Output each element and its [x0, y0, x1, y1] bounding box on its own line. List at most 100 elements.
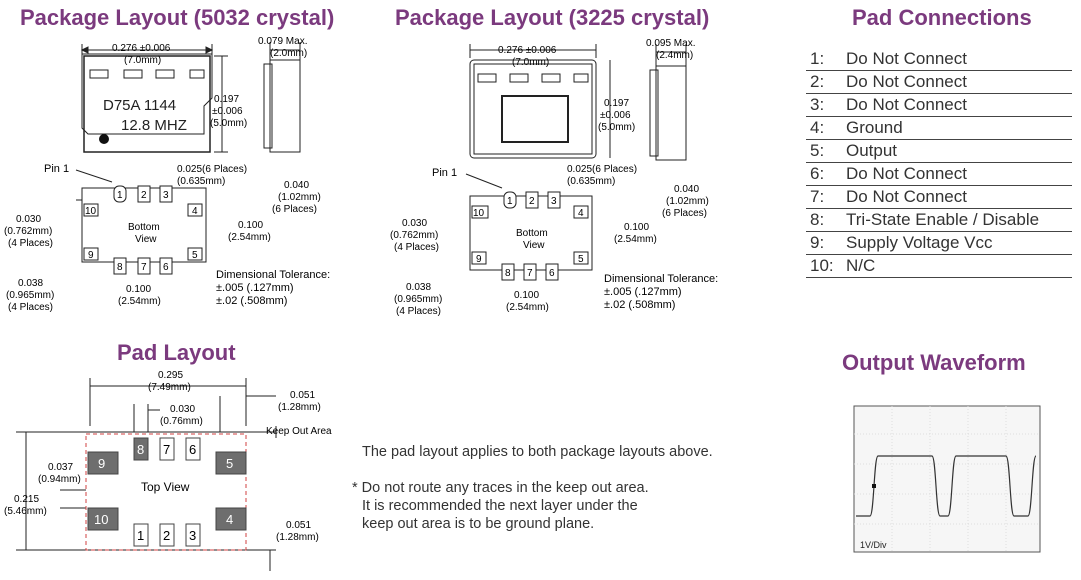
thickness-dim: 0.079 Max. [258, 36, 307, 47]
list-item: 3:Do Not Connect [806, 94, 1072, 117]
height-dim: 0.197 [604, 98, 629, 109]
pad-height-dim-mm: (0.94mm) [38, 474, 81, 485]
keep-out-note: * Do not route any traces in the keep ou… [352, 479, 649, 533]
list-item: 7:Do Not Connect [806, 186, 1072, 209]
title-pad-connections: Pad Connections [852, 5, 1032, 30]
pad-num: 1: [810, 49, 825, 68]
pad-label: Supply Voltage Vcc [846, 233, 993, 252]
pad-number-5: 5 [226, 456, 233, 471]
width-dim: 0.276 ±0.006 [498, 45, 557, 56]
pad-width-dim-mm: (0.635mm) [567, 176, 615, 187]
pad-number-1: 1 [507, 196, 513, 207]
pitch-dim: 0.030 [170, 404, 195, 415]
pad-height-dim: 0.037 [48, 462, 73, 473]
pitch-dim-mm: (0.76mm) [160, 416, 203, 427]
marking-line1: D75A 1144 [103, 97, 176, 114]
list-item: 6: Do Not Connect [806, 163, 1072, 186]
thickness-dim: 0.095 Max. [646, 38, 695, 49]
corner-dim-mm: (0.965mm) [6, 290, 54, 301]
bottom-view-label2: View [523, 240, 545, 251]
list-item: 5:Output [806, 140, 1072, 163]
pad-number-7: 7 [527, 268, 533, 279]
pin1-label: Pin 1 [44, 163, 69, 175]
side-dim-count: (4 Places) [8, 238, 53, 249]
height-dim-tol: ±0.006 [212, 106, 243, 117]
tolerance-2: ±.02 (.508mm) [604, 299, 675, 311]
pad-number-2: 2 [163, 528, 170, 543]
list-item: 8:Tri-State Enable / Disable [806, 209, 1072, 232]
height-dim-tol: ±0.006 [600, 110, 631, 121]
width-dim: 0.295 [158, 370, 183, 381]
pad-width-dim: 0.025(6 Places) [567, 164, 637, 175]
pad-number-8: 8 [117, 262, 123, 273]
corner-dim: 0.038 [18, 278, 43, 289]
package-3225-drawing: 0.276 ±0.006 (7.0mm) 0.197 ±0.006 (5.0mm… [390, 38, 718, 316]
pad-num: 4: [810, 118, 825, 137]
pad-height-dim-mm: (1.02mm) [666, 196, 709, 207]
pad-num: 6: [810, 164, 825, 183]
pad-width-dim-mm: (0.635mm) [177, 176, 225, 187]
pad-label: Do Not Connect [846, 164, 967, 183]
note-line2: * Do not route any traces in the keep ou… [352, 480, 649, 496]
pad-number-5: 5 [578, 254, 584, 265]
tolerance-1: ±.005 (.127mm) [604, 286, 682, 298]
waveform-scale: 1V/Div [860, 540, 887, 550]
bottom-view-label2: View [135, 234, 157, 245]
tolerance-2: ±.02 (.508mm) [216, 295, 287, 307]
side-dim-mm: (0.762mm) [390, 230, 438, 241]
pad-label: Tri-State Enable / Disable [846, 210, 1040, 229]
pad-number-10: 10 [94, 512, 108, 527]
pad-number-4: 4 [192, 206, 198, 217]
thickness-dim-mm: (2.0mm) [270, 48, 307, 59]
pad-number-5: 5 [192, 250, 198, 261]
pad-layout-drawing: 8 7 6 9 5 10 4 1 2 3 Top View 0.295 (7.4… [4, 370, 332, 571]
pitch-dim: 0.100 [238, 220, 263, 231]
edge-dim: 0.051 [290, 390, 315, 401]
width-dim-mm: (7.0mm) [124, 55, 161, 66]
pad-number-7: 7 [163, 442, 170, 457]
pad-number-10: 10 [473, 208, 485, 219]
side-dim: 0.030 [16, 214, 41, 225]
pad-number-7: 7 [141, 262, 147, 273]
pin1-label: Pin 1 [432, 167, 457, 179]
pad-number-4: 4 [226, 512, 233, 527]
pad-number-1: 1 [117, 190, 123, 201]
corner-dim-count: (4 Places) [8, 302, 53, 313]
pad-number-9: 9 [88, 250, 94, 261]
pad-num: 2: [810, 72, 825, 91]
title-package-3225: Package Layout (3225 crystal) [395, 5, 710, 30]
pad-connections-list: 1:Do Not Connect 2:Do Not Connect 3:Do N… [806, 48, 1072, 278]
note-line3: It is recommended the next layer under t… [362, 498, 638, 514]
output-waveform-plot: 1V/Div [853, 405, 1041, 553]
bottom-view-label: Bottom [516, 228, 548, 239]
pad-number-3: 3 [551, 196, 557, 207]
list-item: 1:Do Not Connect [806, 48, 1072, 71]
pad-number-8: 8 [505, 268, 511, 279]
title-package-5032: Package Layout (5032 crystal) [20, 5, 335, 30]
edge-dim-mm: (1.28mm) [278, 402, 321, 413]
pad-number-9: 9 [98, 456, 105, 471]
pad-height-count: (6 Places) [272, 204, 317, 215]
pad-label: Do Not Connect [846, 95, 967, 114]
pad-num: 5: [810, 141, 825, 160]
height-dim: 0.197 [214, 94, 239, 105]
pad-height-dim: 0.040 [674, 184, 699, 195]
pad-number-6: 6 [163, 262, 169, 273]
pad-number-2: 2 [529, 196, 535, 207]
side-dim-mm: (0.762mm) [4, 226, 52, 237]
pad-num: 7: [810, 187, 825, 206]
pad-label: Do Not Connect [846, 72, 967, 91]
list-item: 4: Ground [806, 117, 1072, 140]
width-dim-mm: (7.0mm) [512, 57, 549, 68]
pad-number-6: 6 [549, 268, 555, 279]
pad-number-1: 1 [137, 528, 144, 543]
package-5032-drawing: D75A 1144 12.8 MHZ 0.276 ±0.006 (7.0mm) … [4, 36, 330, 313]
pad-label: Ground [846, 118, 903, 137]
corner-dim: 0.038 [406, 282, 431, 293]
pad-number-9: 9 [476, 254, 482, 265]
height-dim: 0.215 [14, 494, 39, 505]
pad-number-6: 6 [189, 442, 196, 457]
pad-width-dim: 0.025(6 Places) [177, 164, 247, 175]
tolerance-title: Dimensional Tolerance: [216, 269, 330, 281]
pad-height-count: (6 Places) [662, 208, 707, 219]
